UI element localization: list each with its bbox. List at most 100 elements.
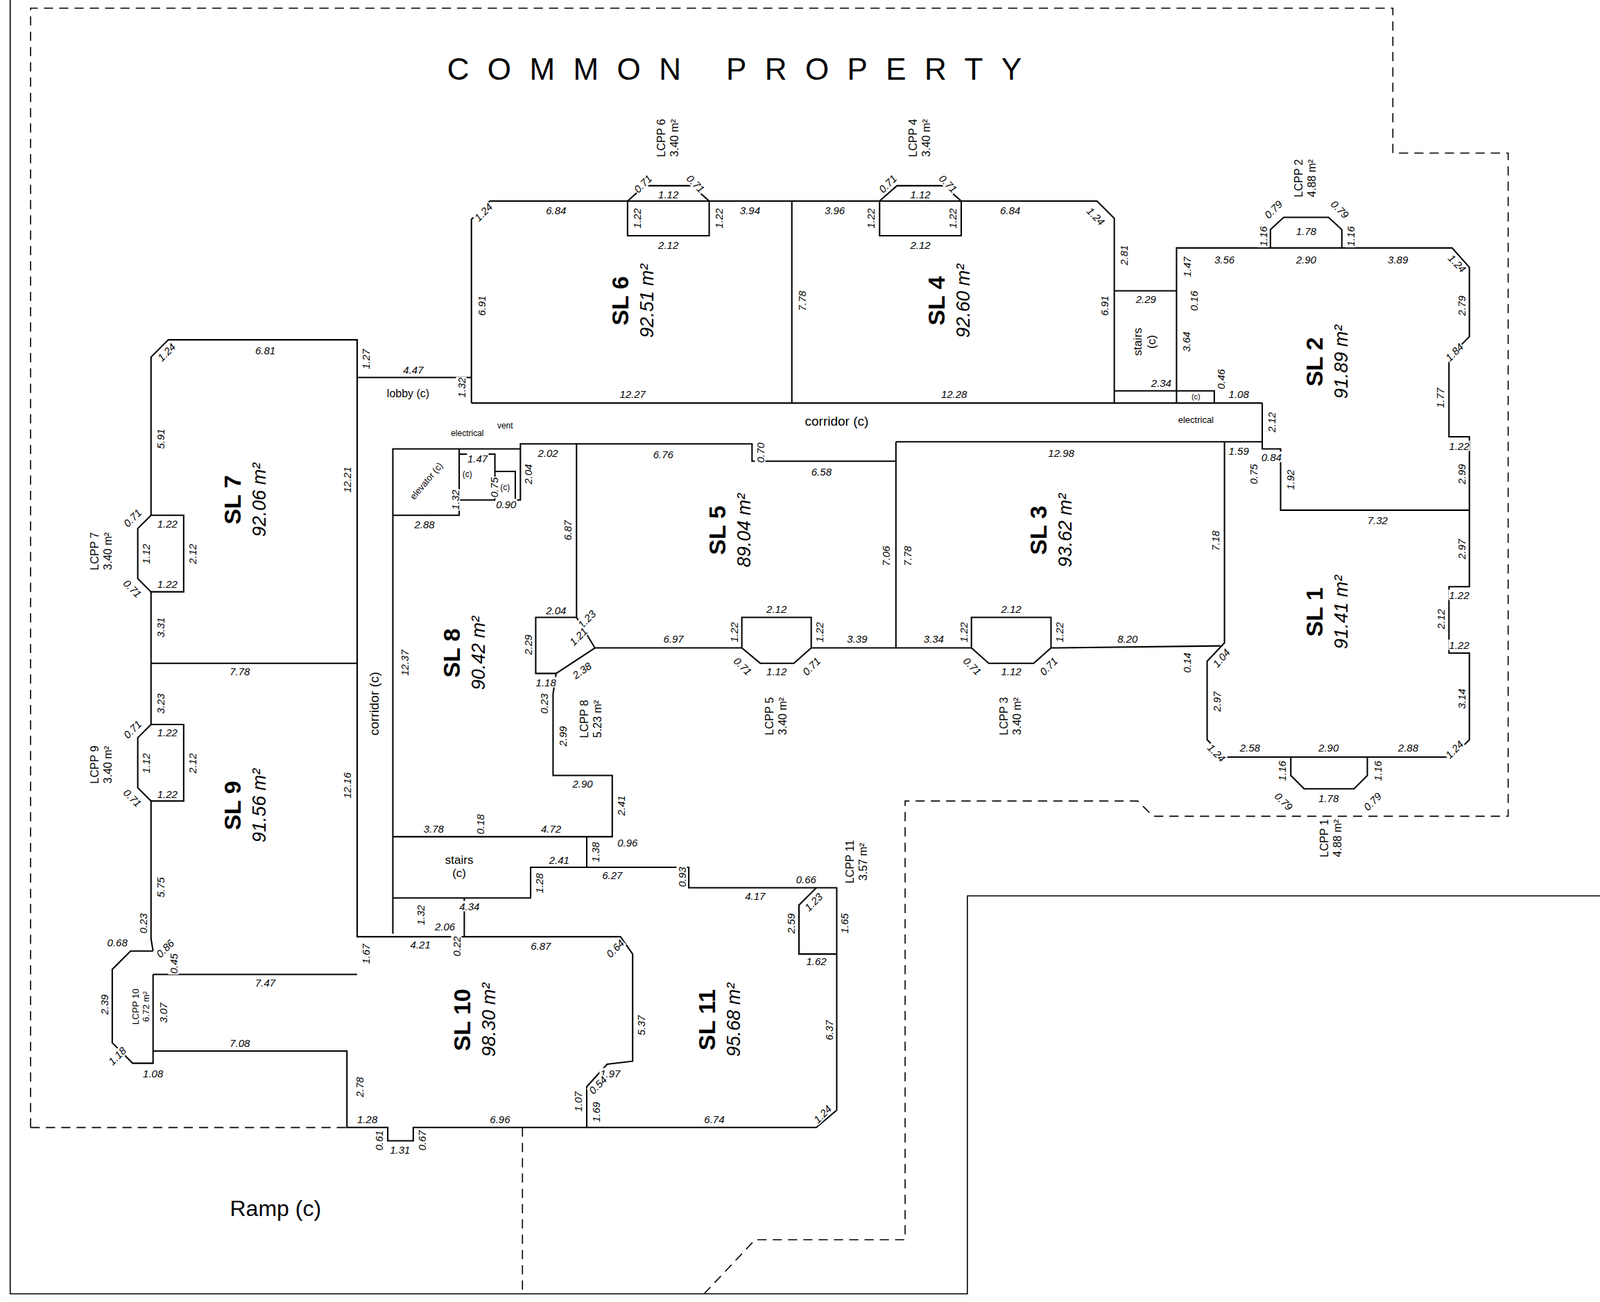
dimension-label: 2.34 <box>1150 377 1173 388</box>
dimension-label: 1.12 <box>909 188 932 200</box>
dimension-label: 1.23 <box>575 608 599 632</box>
dimension-label: 1.47 <box>466 452 489 464</box>
unit-wall <box>595 441 1225 648</box>
unit-area: 95.68 m² <box>724 982 744 1060</box>
electrical-box <box>1176 391 1214 404</box>
dimension-label: 1.22 <box>156 788 179 799</box>
dimension-label: 1.12 <box>140 543 152 565</box>
dimension-label: 0.71 <box>799 654 823 678</box>
dimension-label: 2.97 <box>1455 538 1467 560</box>
unit-area: 89.04 m² <box>734 492 754 570</box>
dimension-label: 4.34 <box>458 900 480 912</box>
dimension-label: 2.02 <box>536 448 559 459</box>
dimension-label: 7.78 <box>228 666 251 677</box>
dimension-label: 6.84 <box>545 205 567 216</box>
dimension-label: 2.12 <box>186 752 197 774</box>
dimension-label: 3.78 <box>423 823 445 834</box>
dimension-label: 0.71 <box>121 506 145 530</box>
unit-area: 92.06 m² <box>249 461 270 539</box>
section-unit: SL 291.89 m² <box>1302 323 1352 401</box>
dimension-label: 3.39 <box>846 633 868 645</box>
dimension-label: 1.65 <box>838 912 849 935</box>
dimension-label: 0.90 <box>495 498 517 510</box>
common-area: (c)electrical <box>1176 393 1216 425</box>
dimension-label: 0.16 <box>1188 289 1200 312</box>
unit-number: SL 9 <box>220 780 246 833</box>
dimension-label: 3.31 <box>154 616 166 639</box>
dimension-label: 6.81 <box>254 344 277 356</box>
lcpp-outline <box>138 515 184 592</box>
dimension-label: 7.78 <box>901 545 913 567</box>
dimension-label: 1.32 <box>456 376 467 399</box>
dimension-label: 1.24 <box>1084 205 1108 229</box>
dimension-label: 6.76 <box>652 448 675 460</box>
ramp-boundary <box>30 1127 523 1295</box>
unit-area: 91.89 m² <box>1330 323 1351 401</box>
dimension-label: 1.04 <box>1210 646 1233 670</box>
region-name: Ramp (c) <box>228 1197 322 1220</box>
section-unit: SL 692.51 m² <box>608 262 657 340</box>
dimension-label: 1.22 <box>957 622 969 644</box>
section-unit: SL 792.06 m² <box>220 461 270 539</box>
dimension-label: 2.90 <box>1295 253 1318 265</box>
common-area: corridor (c) <box>803 414 871 429</box>
dimension-label: 2.12 <box>1435 608 1447 630</box>
dimension-label: 7.06 <box>880 545 892 567</box>
dimension-label: 3.07 <box>158 1002 169 1024</box>
dimension-label: 0.46 <box>1215 368 1226 391</box>
dimension-label: 0.96 <box>616 837 639 849</box>
dimension-label: 2.12 <box>186 543 197 565</box>
dimension-label: 2.38 <box>570 660 594 682</box>
dimension-label: 1.12 <box>1000 666 1022 677</box>
area-label: LCPP 11 <box>844 839 857 886</box>
unit-number: SL 6 <box>608 274 634 327</box>
dimension-label: 6.96 <box>488 1114 511 1125</box>
dimension-label: 0.70 <box>755 442 766 464</box>
dimension-label: 8.20 <box>1116 633 1139 645</box>
dimension-label: 0.14 <box>1181 652 1193 675</box>
dimension-label: 1.22 <box>156 727 179 738</box>
unit-number: SL 4 <box>924 274 950 327</box>
stair-wall <box>1114 290 1177 391</box>
area-label: LCPP 5 <box>764 695 777 737</box>
common-area: stairs(c) <box>443 854 476 881</box>
dimension-label: 7.32 <box>1366 515 1389 526</box>
section-unit: SL 991.56 m² <box>220 767 270 845</box>
dimension-label: 3.34 <box>923 633 945 645</box>
dimension-label: 0.18 <box>474 813 485 836</box>
dimension-label: 0.71 <box>936 171 960 195</box>
unit-wall <box>530 867 837 1128</box>
unit-wall <box>1207 441 1470 789</box>
unit-number: SL 3 <box>1026 504 1052 557</box>
dimension-label: 1.12 <box>657 188 679 200</box>
dimension-label: 6.91 <box>476 295 487 317</box>
area-label: electrical <box>449 429 485 439</box>
unit-area: 92.51 m² <box>637 262 657 340</box>
unit-number: SL 10 <box>450 987 476 1053</box>
dimension-label: 0.71 <box>631 171 655 195</box>
dimension-label: 0.79 <box>1328 197 1352 221</box>
dimension-label: 1.22 <box>814 622 825 644</box>
area-label: (c) <box>1145 333 1159 351</box>
dimension-label: 2.12 <box>1000 604 1022 615</box>
area-label: (c) <box>1190 393 1202 402</box>
dimension-label: 0.79 <box>1262 197 1286 221</box>
area-label: 3.40 m² <box>777 696 790 737</box>
dimension-label: 1.16 <box>1276 760 1287 783</box>
section-unit: SL 1098.30 m² <box>450 982 499 1060</box>
dimension-label: 4.47 <box>402 364 424 375</box>
dimension-label: 7.78 <box>796 289 808 312</box>
common-area: LCPP 93.40 m² <box>89 744 115 786</box>
dimension-label: 0.67 <box>416 1129 427 1152</box>
dimension-label: 6.84 <box>999 205 1021 216</box>
unit-area: 92.60 m² <box>953 262 974 340</box>
dimension-label: 1.77 <box>1434 386 1446 409</box>
dimension-label: 6.87 <box>562 519 573 541</box>
area-label: 3.40 m² <box>921 117 933 159</box>
area-label: corridor (c) <box>367 670 382 738</box>
area-label: LCPP 1 <box>1319 818 1331 860</box>
dimension-label: 0.79 <box>1361 790 1385 814</box>
area-label: LCPP 6 <box>656 117 668 159</box>
dimension-label: 6.74 <box>703 1114 725 1125</box>
